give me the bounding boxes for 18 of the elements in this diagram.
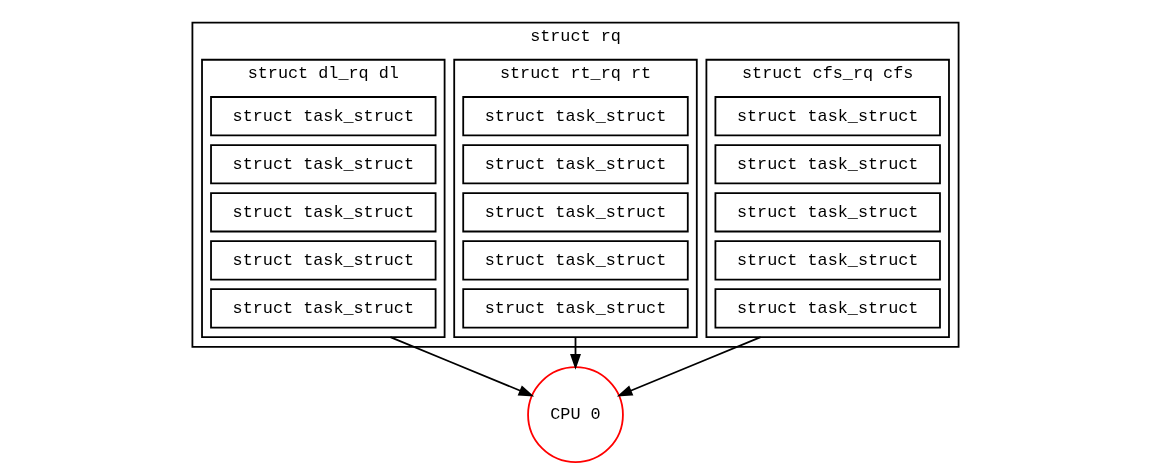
node-box: struct task_struct (714, 96, 941, 137)
node-box: struct task_struct (209, 192, 436, 233)
node-box: struct task_struct (461, 144, 689, 185)
node-box: struct task_struct (714, 288, 941, 329)
node-box: struct task_struct (461, 240, 689, 281)
node-box: struct task_struct (714, 240, 941, 281)
node-box: struct task_struct (461, 192, 689, 233)
node-box: struct task_struct (714, 192, 941, 233)
node-box: struct task_struct (209, 240, 436, 281)
node-box: struct task_struct (714, 144, 941, 185)
node-circle: CPU 0 (526, 366, 624, 463)
node-box: struct task_struct (209, 288, 436, 329)
node-box: struct task_struct (461, 96, 689, 137)
arrow (616, 336, 762, 397)
arrow (388, 336, 534, 397)
node-box: struct task_struct (209, 96, 436, 137)
node-box: struct task_struct (209, 144, 436, 185)
node-box: struct task_struct (461, 288, 689, 329)
